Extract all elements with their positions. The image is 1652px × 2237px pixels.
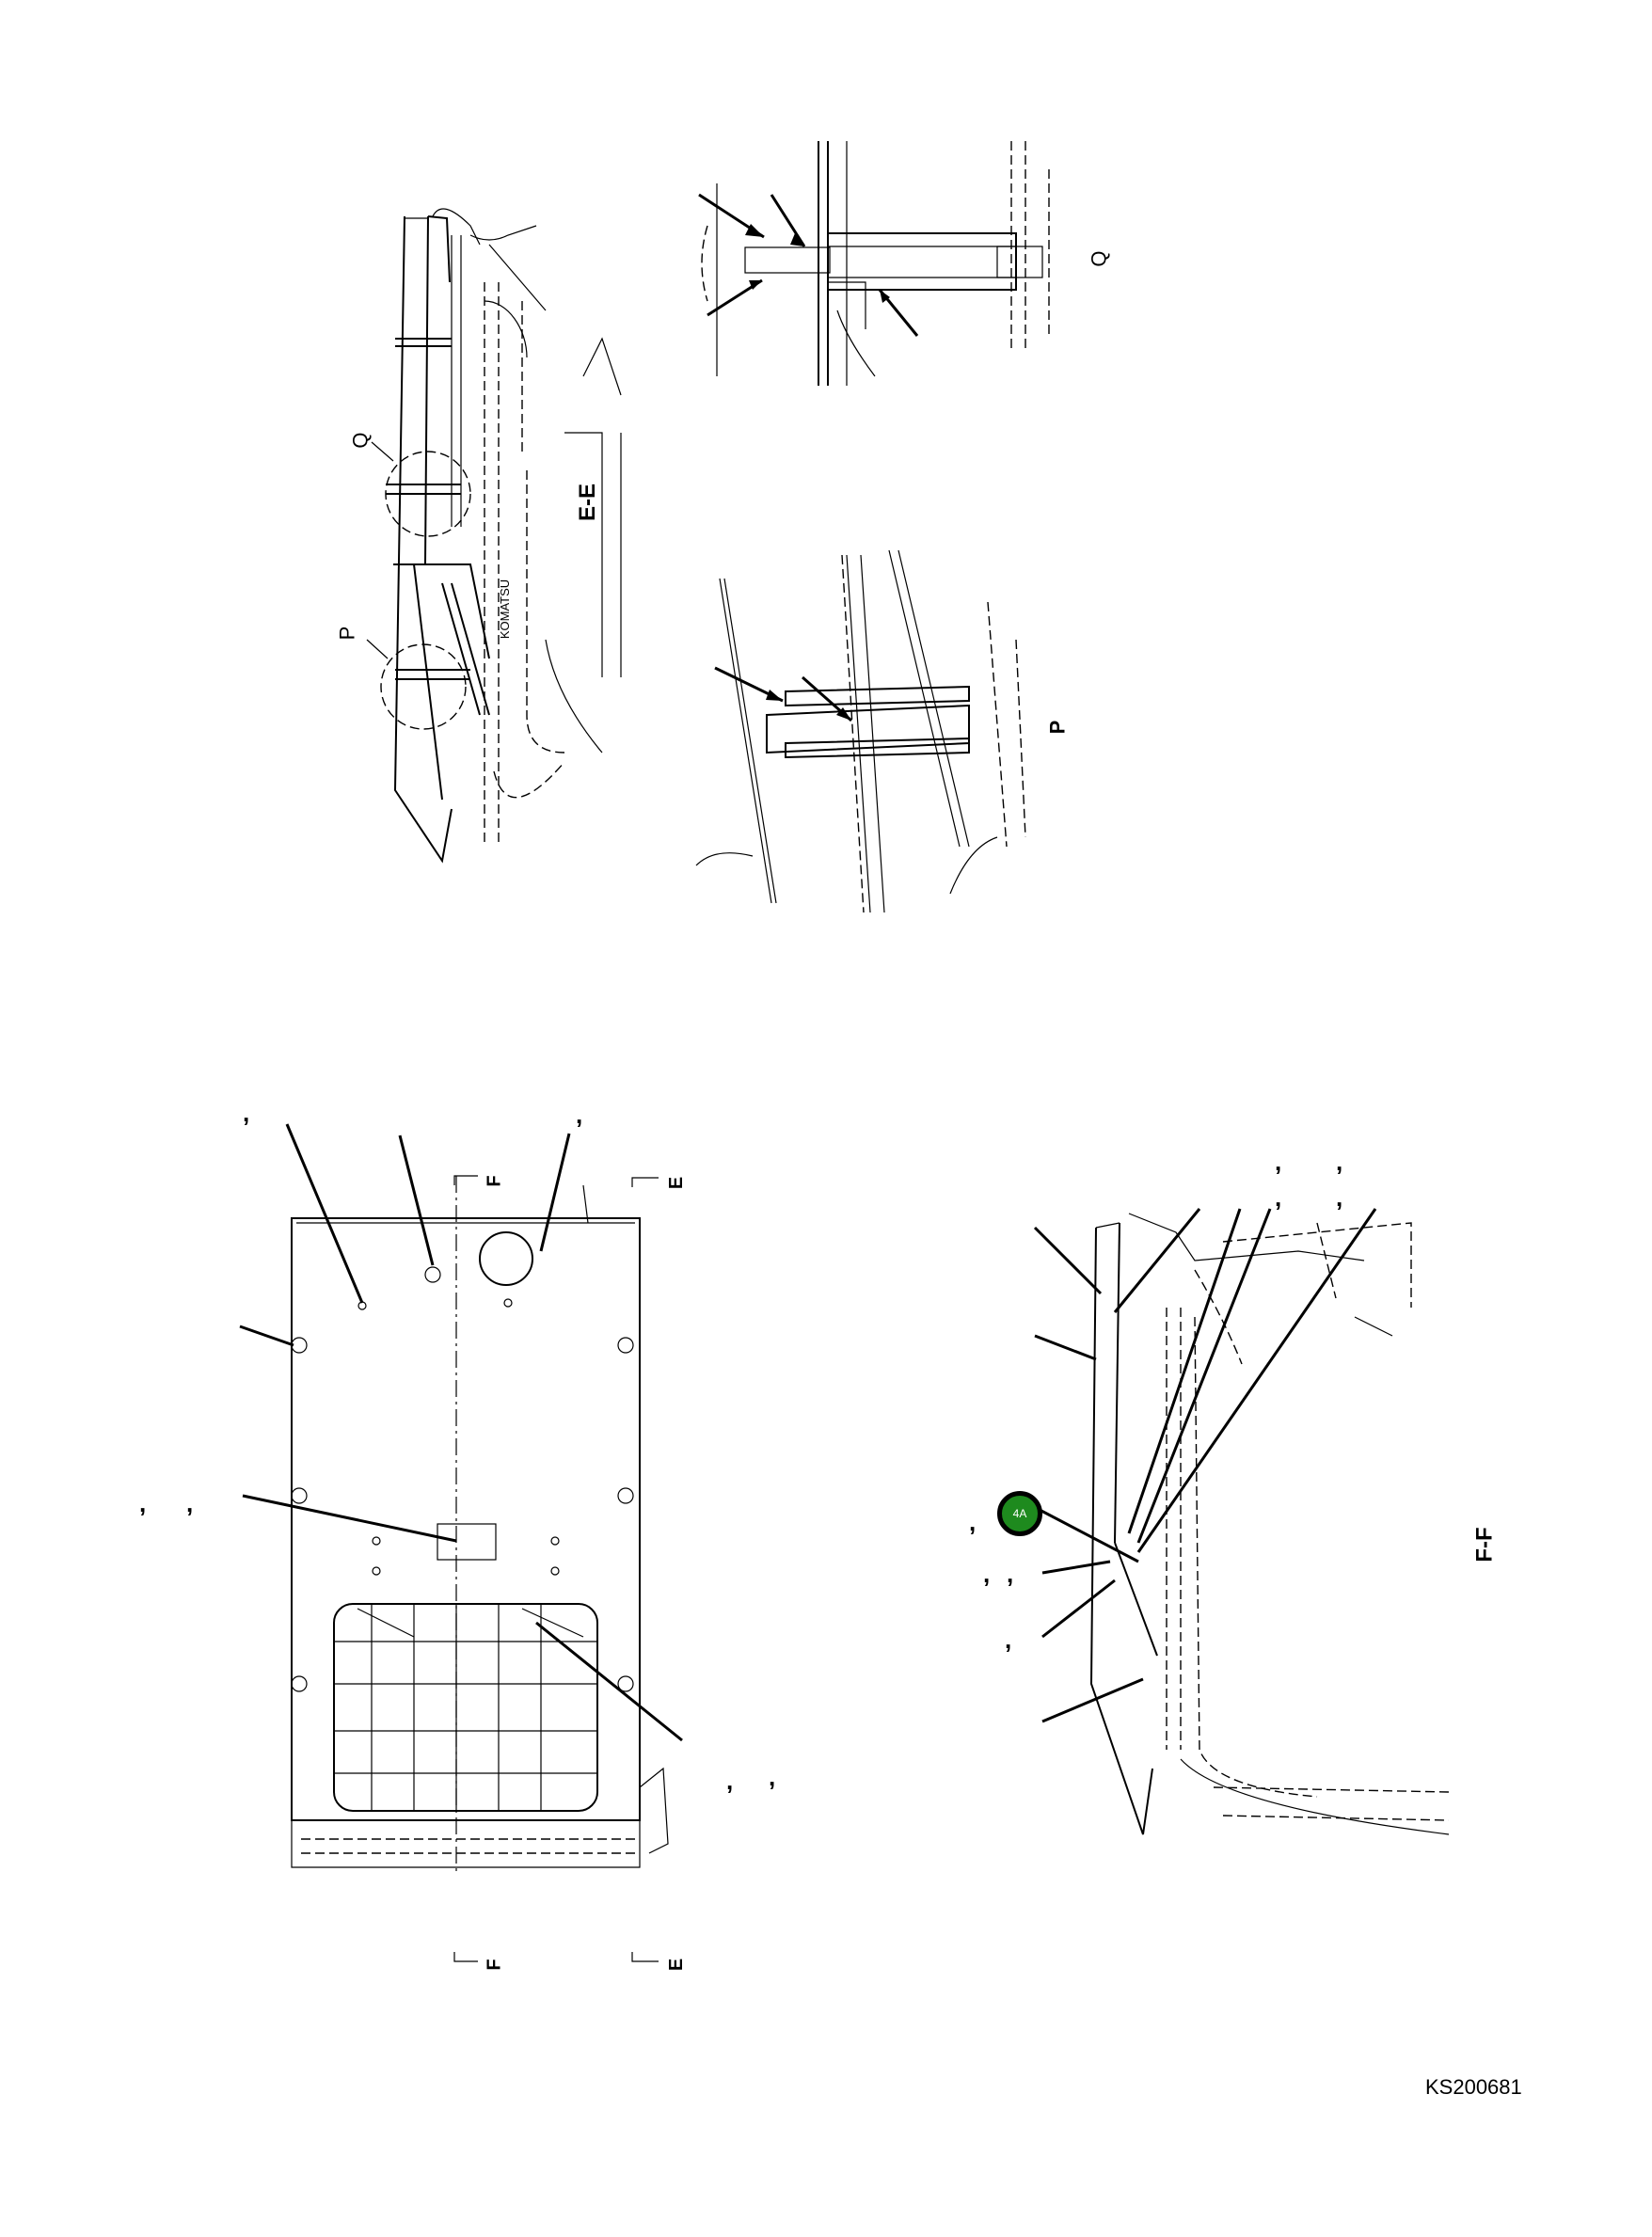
callout-badge-label: 4A — [1012, 1507, 1027, 1520]
section-marker-f-bottom: F — [484, 1959, 505, 1971]
section-marker-e-top: E — [666, 1176, 688, 1190]
callout-separator: , — [1005, 1626, 1012, 1654]
callout-separator: , — [243, 1099, 250, 1127]
callout-separator: , — [1275, 1148, 1282, 1176]
section-marker-e-bottom: E — [666, 1958, 688, 1972]
section-ff-title: F-F — [1471, 1527, 1498, 1563]
section-ff-drawing — [1033, 1208, 1450, 1835]
callout-separator: , — [769, 1763, 776, 1791]
callout-separator: , — [1275, 1183, 1282, 1212]
callout-separator: , — [1336, 1148, 1343, 1176]
callout-separator: , — [726, 1767, 734, 1795]
callout-separator: , — [983, 1560, 991, 1588]
callout-separator: , — [576, 1101, 583, 1129]
detail-q-drawing — [698, 141, 1050, 386]
callout-separator: , — [139, 1489, 147, 1517]
document-id: KS200681 — [1425, 2075, 1522, 2099]
callout-separator: , — [1007, 1560, 1014, 1588]
detail-q-title: Q — [1087, 250, 1111, 267]
detail-p-drawing — [695, 549, 1026, 913]
komatsu-emboss: KOMATSU — [498, 579, 513, 640]
detail-p-marker: P — [335, 626, 359, 641]
section-ee-title: E-E — [575, 483, 601, 522]
callout-separator: , — [186, 1489, 194, 1517]
callout-separator: , — [1336, 1183, 1343, 1212]
section-marker-f-top: F — [484, 1175, 505, 1187]
callout-separator: , — [969, 1508, 977, 1536]
bottom-plan-drawing — [239, 1123, 683, 1962]
detail-q-marker: Q — [348, 432, 373, 449]
callout-badge-4a[interactable]: 4A — [997, 1491, 1042, 1536]
detail-p-title: P — [1045, 720, 1070, 735]
section-ee-drawing — [366, 208, 622, 864]
